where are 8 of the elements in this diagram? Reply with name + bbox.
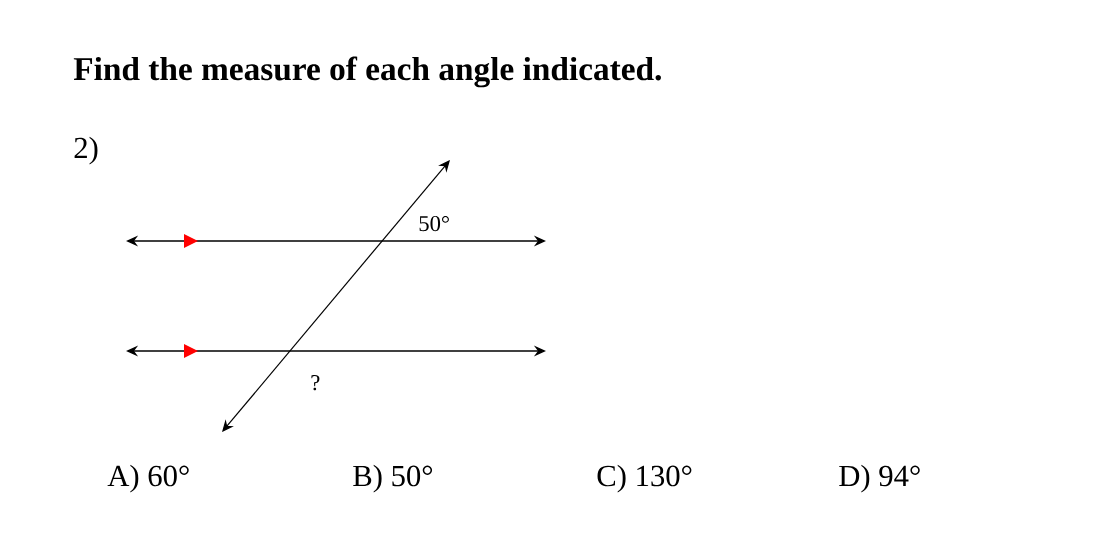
- angle-label: 50°: [419, 215, 449, 232]
- answer-choice: B) 50°: [353, 464, 433, 493]
- answer-choice: D) 94°: [839, 464, 920, 493]
- answer-choice: A) 60°: [107, 464, 189, 493]
- answer-choice: C) 130°: [597, 464, 692, 493]
- heading: Find the measure of each angle indicated.: [73, 56, 661, 88]
- angle-label: ?: [311, 375, 320, 391]
- problem-number: 2): [74, 136, 98, 165]
